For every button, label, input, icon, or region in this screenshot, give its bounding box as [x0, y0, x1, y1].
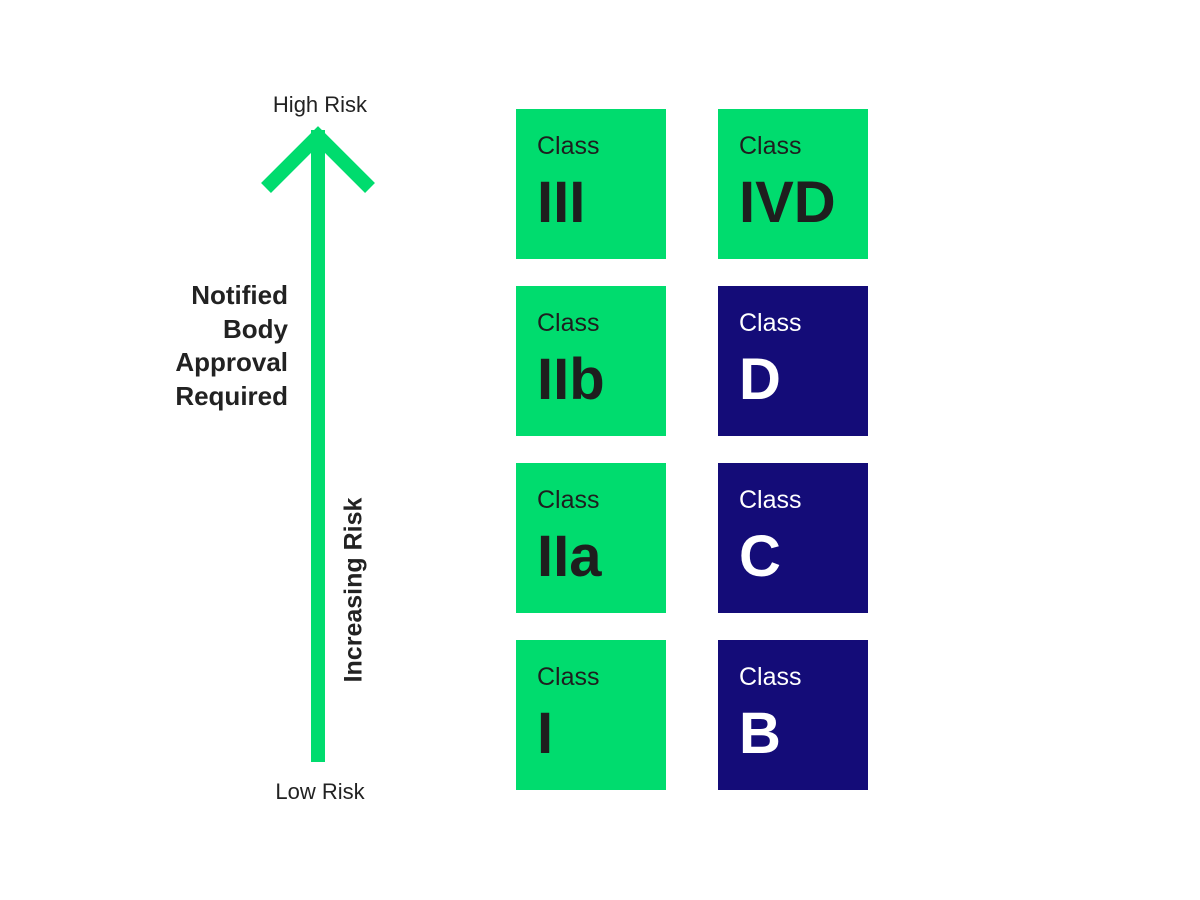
- class-name: IVD: [739, 170, 836, 235]
- class-name: B: [739, 701, 781, 766]
- class-word: Class: [537, 663, 600, 691]
- class-name: IIa: [537, 524, 602, 589]
- class-word: Class: [739, 309, 802, 337]
- class-word: Class: [537, 309, 600, 337]
- notified-line: Required: [175, 380, 288, 411]
- class-name: D: [739, 347, 781, 412]
- high-risk-label: High Risk: [272, 92, 368, 117]
- class-box-d: Class D: [718, 286, 868, 436]
- class-box-c: Class C: [718, 463, 868, 613]
- risk-arrow-head: [261, 126, 375, 193]
- notified-line: Approval: [175, 347, 288, 377]
- class-word: Class: [739, 132, 802, 160]
- class-word: Class: [739, 486, 802, 514]
- notified-line: Body: [223, 313, 288, 344]
- class-word: Class: [537, 132, 600, 160]
- notified-line: Notified: [191, 280, 288, 310]
- class-name: C: [739, 524, 781, 589]
- class-box-iii: Class III: [516, 109, 666, 259]
- class-box-b: Class B: [718, 640, 868, 790]
- class-box-iia: Class IIa: [516, 463, 666, 613]
- class-word: Class: [537, 486, 600, 514]
- class-box-i: Class I: [516, 640, 666, 790]
- notified-body-approval-label: Notified Body Approval Required: [88, 279, 288, 413]
- class-box-iib: Class IIb: [516, 286, 666, 436]
- class-name: III: [537, 170, 586, 235]
- class-name: I: [537, 701, 554, 766]
- increasing-risk-label: Increasing Risk: [339, 497, 368, 683]
- class-word: Class: [739, 663, 802, 691]
- low-risk-label: Low Risk: [275, 779, 365, 804]
- class-box-ivd: Class IVD: [718, 109, 868, 259]
- class-name: IIb: [537, 347, 605, 412]
